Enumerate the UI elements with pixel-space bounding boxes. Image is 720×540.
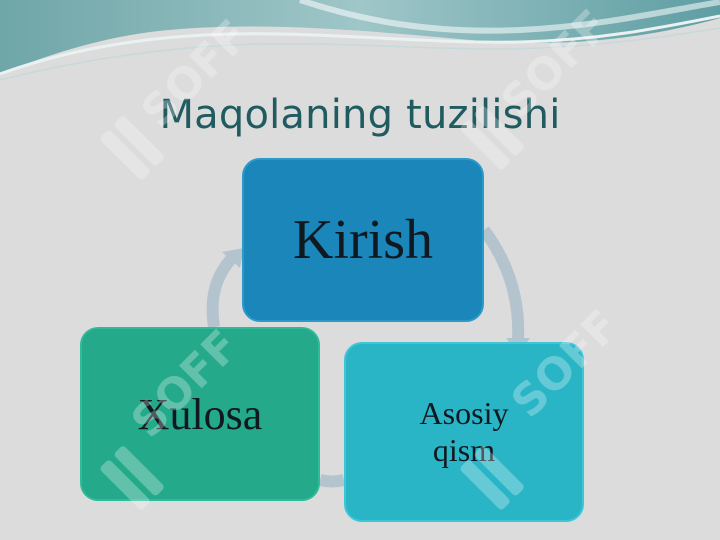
arrow-xulosa-to-kirish bbox=[206, 253, 237, 328]
node-asosiy-qism: Asosiy qism bbox=[344, 342, 584, 522]
arrow-asosiy-to-xulosa bbox=[318, 474, 346, 488]
node-kirish: Kirish bbox=[242, 158, 484, 322]
node-xulosa-label: Xulosa bbox=[137, 389, 263, 439]
node-kirish-label: Kirish bbox=[293, 209, 433, 271]
node-xulosa: Xulosa bbox=[80, 327, 320, 501]
slide-title: Maqolaning tuzilishi bbox=[159, 92, 561, 138]
node-asosiy-qism-label: Asosiy qism bbox=[419, 395, 509, 468]
arrow-kirish-to-asosiy bbox=[479, 226, 525, 341]
arrowhead-xulosa-to-kirish bbox=[222, 248, 244, 268]
header-wave-decoration bbox=[0, 0, 720, 81]
